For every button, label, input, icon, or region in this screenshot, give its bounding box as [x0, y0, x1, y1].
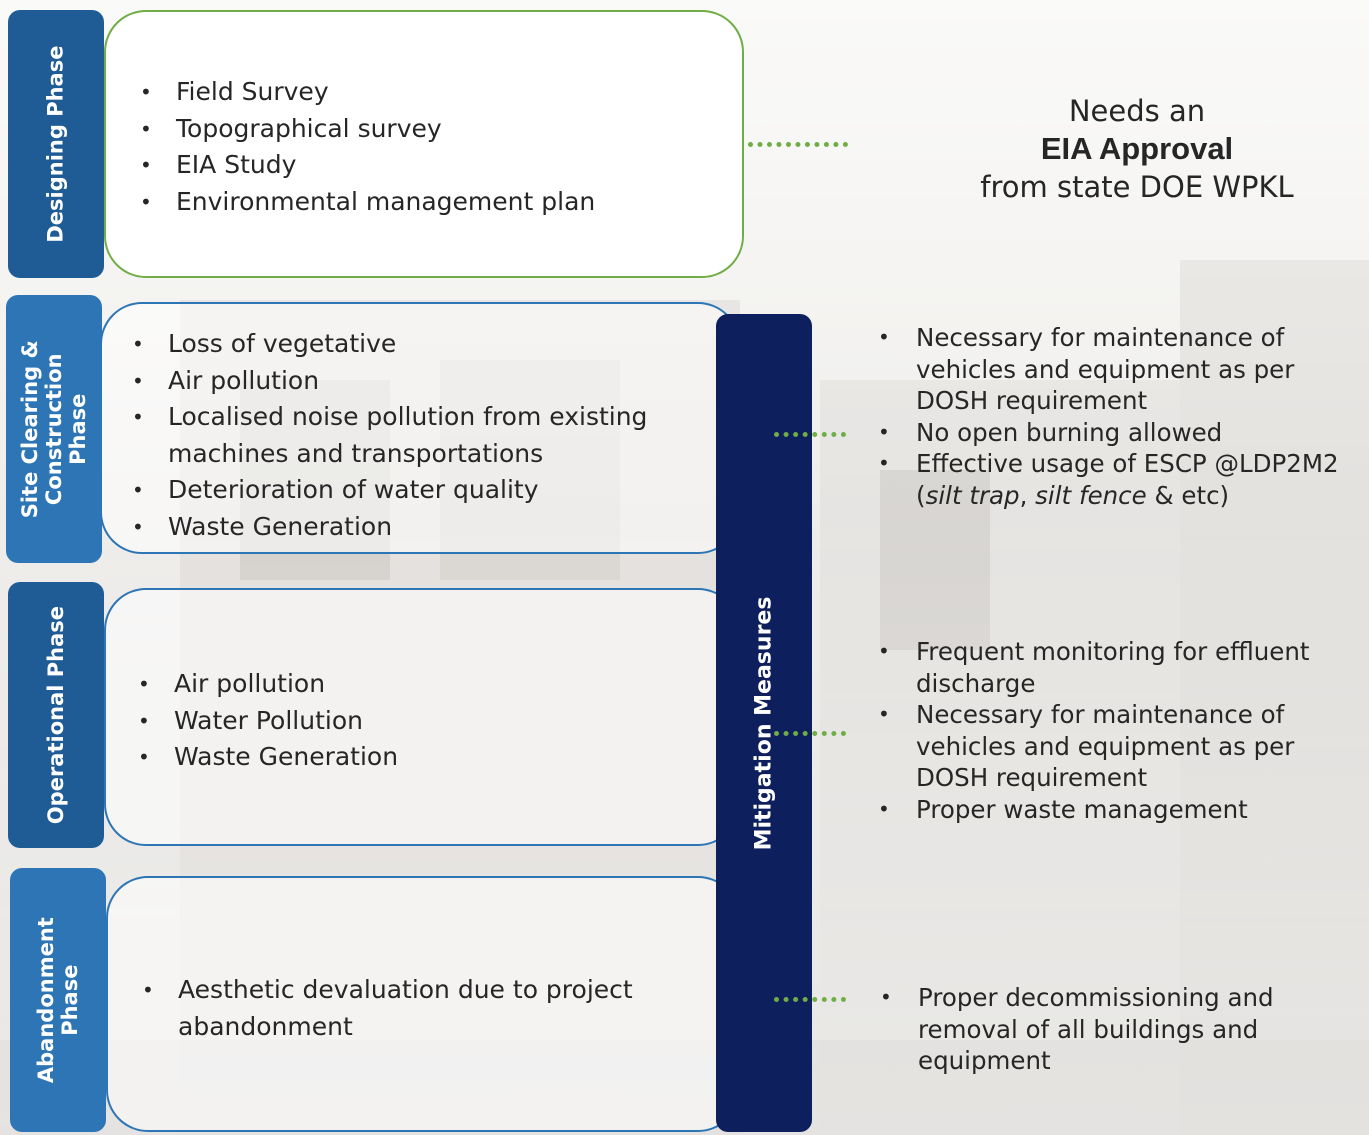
- operational-phase-tab: Operational Phase: [8, 582, 104, 848]
- construction-phase-label: Site Clearing & Construction Phase: [17, 339, 91, 519]
- list-item: Proper waste management: [878, 794, 1348, 826]
- list-item: Aesthetic devaluation due to project aba…: [140, 972, 660, 1045]
- construction-phase-tab: Site Clearing & Construction Phase: [6, 295, 102, 563]
- abandonment-phase-tab: Abandonment Phase: [10, 868, 106, 1132]
- list-item: Waste Generation: [130, 509, 660, 546]
- list-item: Effective usage of ESCP @LDP2M2 (silt tr…: [878, 448, 1348, 511]
- mitigation-measures-bar: Mitigation Measures: [716, 314, 812, 1132]
- operational-phase-label: Operational Phase: [43, 605, 68, 825]
- silt-fence-text: silt fence: [1035, 480, 1147, 510]
- list-item: Water Pollution: [136, 703, 398, 740]
- eia-approval-note: Needs an EIA Approval from state DOE WPK…: [930, 92, 1344, 206]
- abandonment-phase-list: Aesthetic devaluation due to project aba…: [140, 972, 660, 1045]
- silt-trap-text: silt trap: [925, 480, 1020, 510]
- construction-measures-list: Necessary for maintenance of vehicles an…: [878, 322, 1348, 511]
- dotted-connector-operational: [774, 731, 846, 736]
- designing-phase-box: Field Survey Topographical survey EIA St…: [104, 10, 744, 278]
- list-item: Necessary for maintenance of vehicles an…: [878, 699, 1348, 794]
- dotted-connector-abandonment: [774, 997, 846, 1002]
- approval-line1: Needs an: [1068, 94, 1206, 128]
- construction-phase-box: Loss of vegetative Air pollution Localis…: [100, 302, 740, 554]
- approval-line2: EIA Approval: [1040, 131, 1234, 166]
- operational-phase-list: Air pollution Water Pollution Waste Gene…: [136, 666, 398, 776]
- list-item: Air pollution: [136, 666, 398, 703]
- abandonment-measures-list: Proper decommissioning and removal of al…: [880, 982, 1320, 1077]
- list-item: Waste Generation: [136, 739, 398, 776]
- abandonment-phase-box: Aesthetic devaluation due to project aba…: [106, 876, 740, 1132]
- list-item: Localised noise pollution from existing …: [130, 399, 660, 472]
- list-item: Frequent monitoring for effluent dischar…: [878, 636, 1348, 699]
- escp-text: Effective usage of ESCP @LDP2M2: [916, 449, 1339, 478]
- approval-line3: from state DOE WPKL: [980, 170, 1294, 204]
- list-item: Proper decommissioning and removal of al…: [880, 982, 1320, 1077]
- list-item: Topographical survey: [138, 111, 595, 148]
- list-item: Field Survey: [138, 74, 595, 111]
- list-item: Environmental management plan: [138, 184, 595, 221]
- list-item: EIA Study: [138, 147, 595, 184]
- mitigation-measures-label: Mitigation Measures: [751, 596, 777, 850]
- designing-phase-label: Designing Phase: [43, 45, 68, 243]
- construction-phase-list: Loss of vegetative Air pollution Localis…: [130, 326, 660, 545]
- dotted-connector-construction: [774, 432, 846, 437]
- list-item: Air pollution: [130, 363, 660, 400]
- list-item: No open burning allowed: [878, 417, 1348, 449]
- operational-phase-box: Air pollution Water Pollution Waste Gene…: [104, 588, 740, 846]
- list-item: Deterioration of water quality: [130, 472, 660, 509]
- list-item: Necessary for maintenance of vehicles an…: [878, 322, 1348, 417]
- designing-phase-list: Field Survey Topographical survey EIA St…: [138, 74, 595, 220]
- list-item: Loss of vegetative: [130, 326, 660, 363]
- operational-measures-list: Frequent monitoring for effluent dischar…: [878, 636, 1348, 825]
- abandonment-phase-label: Abandonment Phase: [33, 917, 82, 1083]
- designing-phase-tab: Designing Phase: [8, 10, 104, 278]
- dotted-connector-designing: [748, 142, 848, 147]
